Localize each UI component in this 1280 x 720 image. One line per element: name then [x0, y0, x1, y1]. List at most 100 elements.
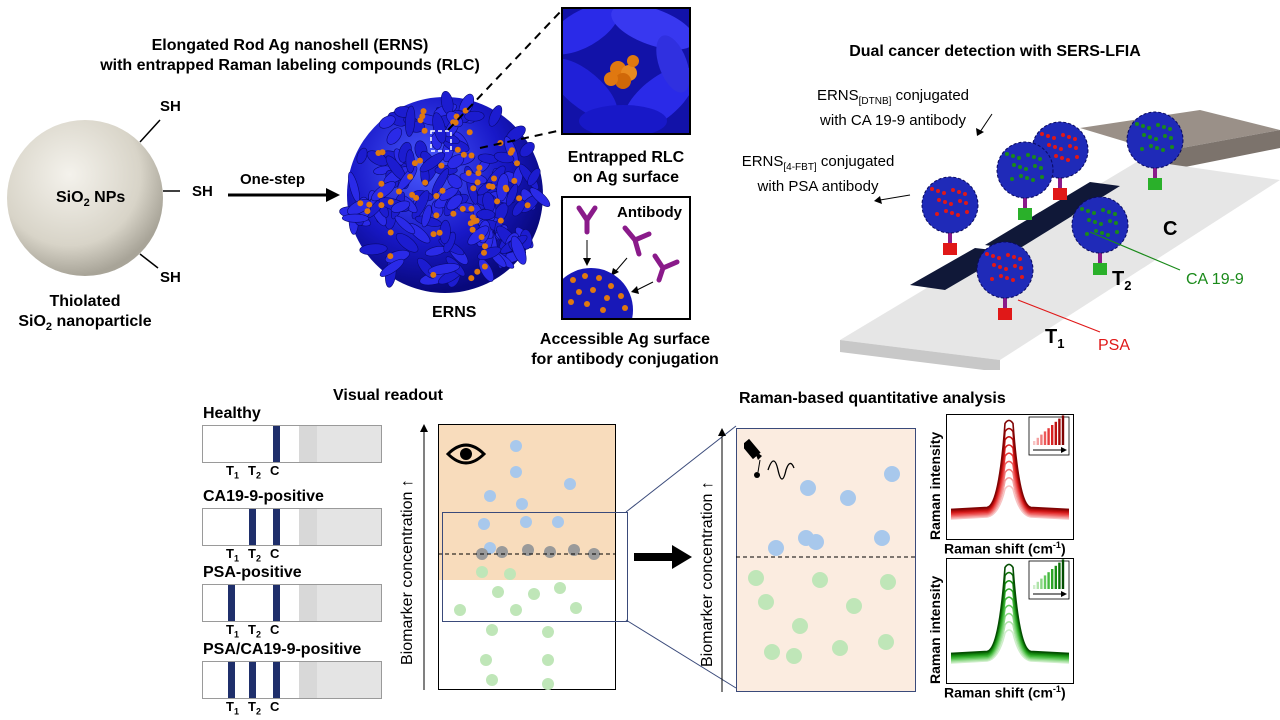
strip-label-3: PSA/CA19-9-positive [203, 641, 362, 658]
biomarker-axis-label-1: Biomarker concentration ↑ [398, 479, 418, 665]
erns-title-line1: Elongated Rod Ag nanoshell (ERNS) [151, 37, 429, 54]
erns-particle [339, 90, 551, 293]
erns-fbt-label: ERNS[4-FBT] conjugated with PSA antibody [718, 152, 918, 196]
strip-label-1: CA19-9-positive [203, 488, 324, 505]
axis2-text: Biomarker concentration [699, 493, 716, 667]
zoom-box-marker [430, 130, 452, 152]
thiolated-sub: 2 [45, 321, 53, 334]
fbt-line2: with PSA antibody [757, 178, 879, 195]
rs2-sup: -1 [1052, 684, 1061, 694]
strip-t2-label-2-text: T [248, 622, 256, 637]
antibody-inset [561, 196, 691, 320]
biomarker-axis-label-2: Biomarker concentration ↑ [698, 481, 718, 667]
laser-icon [744, 438, 795, 480]
test-strip-2 [202, 584, 382, 622]
sh-label-1: SH [160, 98, 181, 115]
band-c [273, 585, 280, 621]
zoom-dashed-lines [447, 9, 563, 149]
rs1-b: ) [1060, 540, 1066, 557]
antibody-inset-art [563, 205, 680, 318]
strip-t1-label-2-text: T [226, 622, 234, 637]
strip-c-label-0-text: C [270, 463, 280, 478]
entrapped-line2: on Ag surface [572, 169, 680, 186]
strip-pad [299, 509, 317, 545]
antibody-icon-2 [622, 225, 652, 257]
lfia-strip-diagram [840, 110, 1280, 370]
t2-text: T [1112, 268, 1125, 290]
strip-c-label-3: C [270, 699, 279, 714]
spectrum-green-panel [946, 558, 1074, 684]
test-strip-1 [202, 508, 382, 546]
strip-surface [840, 160, 1280, 360]
strip-t1-label-0-text: T [226, 463, 234, 478]
accessible-surface-label: Accessible Ag surface for antibody conju… [500, 330, 750, 370]
raman-intensity-label-2: Raman intensity [927, 575, 943, 684]
test-strip-0 [202, 425, 382, 463]
antibody-label: Antibody [617, 204, 682, 221]
antibody-icon-1 [576, 205, 598, 235]
strip-label-0: Healthy [203, 405, 261, 422]
strip-t2-label-0: T2 [248, 463, 261, 481]
fbt-erns: ERNS [741, 153, 784, 170]
test-strip-3 [202, 661, 382, 699]
strip-pad [299, 426, 317, 462]
t1-text: T [1045, 326, 1058, 348]
band-t2 [249, 509, 256, 545]
axis1-text: Biomarker concentration [399, 491, 416, 665]
strip-c-label-1-text: C [270, 546, 280, 561]
biomarker-axis-1 [420, 424, 428, 690]
control-line [1035, 182, 1120, 220]
rs2-a: Raman shift (cm [944, 684, 1053, 701]
antibody-icon-3 [652, 253, 680, 283]
fbt-conj: conjugated [816, 153, 895, 170]
t2-sub: 2 [1124, 278, 1132, 293]
band-c [273, 509, 280, 545]
one-step-label: One-step [240, 171, 306, 188]
strip-end [317, 585, 381, 621]
strip-t2-label-3: T2 [248, 699, 261, 717]
expansion-lines [625, 425, 737, 689]
band-c [273, 426, 280, 462]
raman-shift-label-2: Raman shift (cm-1) [944, 684, 1066, 701]
strip-t2-label-2: T2 [248, 622, 261, 640]
strip-c-label-0: C [270, 463, 279, 478]
t1-sub: 1 [1057, 336, 1065, 351]
thiolated-sio: SiO [18, 313, 46, 330]
entrapped-rlc-label: Entrapped RLC on Ag surface [548, 148, 704, 188]
raman-intensity-label-1: Raman intensity [927, 431, 943, 540]
erns-dtnb-label: ERNS[DTNB] conjugated with CA 19-9 antib… [798, 86, 988, 130]
band-c [273, 662, 280, 698]
dtnb-line1: ERNS[DTNB] conjugated [798, 86, 988, 111]
psa-label: PSA [1098, 337, 1131, 354]
fbt-line1: ERNS[4-FBT] conjugated [718, 152, 918, 177]
strip-t2-label-0-sub: 2 [255, 470, 261, 481]
test-line-2 [985, 212, 1072, 250]
sio2-sub: 2 [83, 197, 90, 210]
one-step-arrow [228, 188, 340, 202]
band-t1 [228, 585, 235, 621]
sh-label-2: SH [192, 183, 213, 200]
lfia-title: Dual cancer detection with SERS-LFIA [849, 43, 1141, 60]
thiolated-label: Thiolated SiO2 nanoparticle [10, 292, 160, 337]
t1-line-label: T1 [1045, 326, 1064, 351]
sio2-text: SiO [56, 189, 84, 206]
sio2-nps-label: SiO2 NPs [56, 188, 125, 213]
spectrum-red-plot [950, 415, 1070, 520]
sio2-sphere [7, 120, 163, 276]
strip-t2-label-0-text: T [248, 463, 256, 478]
dtnb-erns: ERNS [816, 87, 859, 104]
dtnb-conj: conjugated [891, 87, 970, 104]
fbt-sub: [4-FBT] [783, 162, 817, 173]
strip-c-label-2-text: C [270, 622, 280, 637]
sh-label-3: SH [160, 269, 181, 286]
strip-c-label-1: C [270, 546, 279, 561]
sio2-nanoparticle-diagram [7, 119, 180, 276]
strip-end [317, 426, 381, 462]
strip-t1-label-3-sub: 1 [233, 706, 239, 717]
ca199-label: CA 19-9 [1186, 271, 1244, 288]
axis1-arrow: ↑ [399, 479, 416, 488]
strip-t2-label-1-text: T [248, 546, 256, 561]
biomarker-axis-2 [718, 428, 726, 692]
visual-dots [438, 440, 616, 690]
zoom-inset [561, 7, 691, 135]
